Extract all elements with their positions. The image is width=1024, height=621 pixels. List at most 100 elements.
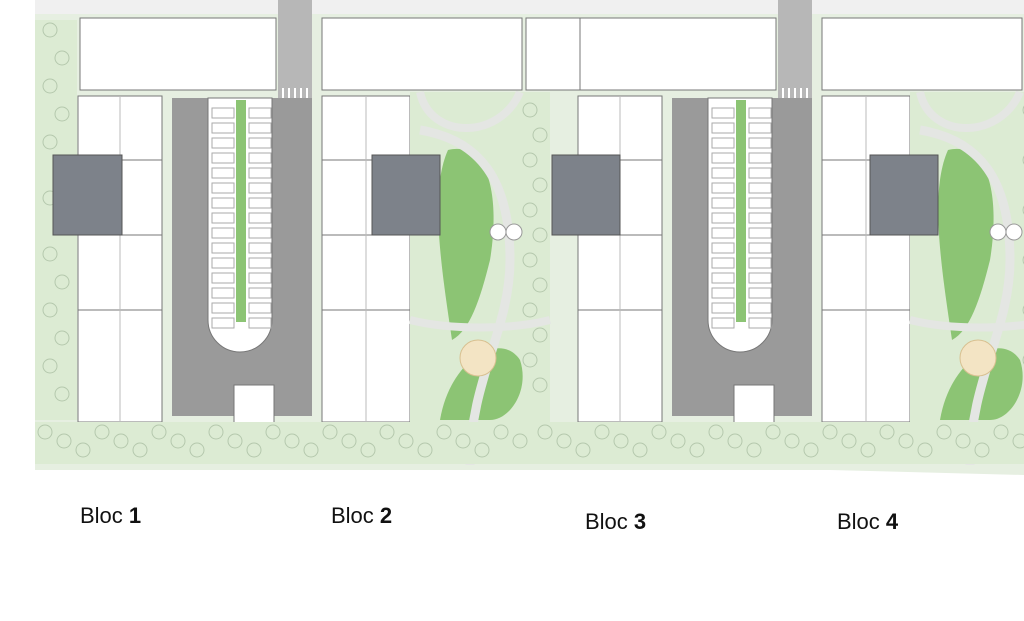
parking-space — [711, 227, 735, 239]
fountain — [505, 223, 523, 241]
tree — [1022, 205, 1024, 215]
tree — [379, 424, 395, 440]
tree — [993, 424, 1009, 440]
parking-space — [711, 182, 735, 194]
tree — [1022, 105, 1024, 115]
tree — [613, 433, 629, 449]
parking-space — [248, 137, 272, 149]
tree — [360, 442, 376, 458]
tree — [1022, 155, 1024, 165]
parking-space — [711, 257, 735, 269]
top-sidewalk — [35, 0, 1024, 14]
highlighted-unit — [551, 154, 621, 236]
tree — [303, 442, 319, 458]
parking-space — [711, 122, 735, 134]
bloc-4-label: Bloc 4 — [837, 509, 899, 534]
tree — [322, 424, 338, 440]
bloc-2-label: Bloc 2 — [331, 503, 393, 528]
tree — [42, 134, 58, 150]
tree — [532, 377, 548, 393]
parking-space — [711, 242, 735, 254]
tree — [522, 202, 538, 218]
parking-space — [211, 182, 235, 194]
tree — [227, 433, 243, 449]
tree — [708, 424, 724, 440]
parking-space — [748, 167, 772, 179]
parking-space — [211, 242, 235, 254]
tree — [42, 302, 58, 318]
parking-space — [748, 122, 772, 134]
top-building — [579, 17, 777, 91]
planted-strip — [736, 100, 746, 322]
highlighted-unit — [52, 154, 123, 236]
plaza — [959, 339, 997, 377]
parking-space — [748, 317, 772, 329]
tree — [955, 433, 971, 449]
green-area — [438, 148, 494, 340]
tree — [341, 433, 357, 449]
tree — [54, 106, 70, 122]
parking-space — [211, 272, 235, 284]
tree — [284, 433, 300, 449]
parking-space — [248, 107, 272, 119]
parking-space — [211, 212, 235, 224]
tree — [42, 358, 58, 374]
parking-space — [211, 137, 235, 149]
tree — [1022, 255, 1024, 265]
tree — [917, 442, 933, 458]
parking-space — [748, 272, 772, 284]
tree — [42, 246, 58, 262]
bloc-3-label: Bloc 3 — [585, 509, 647, 534]
tree — [398, 433, 414, 449]
parking-space — [748, 227, 772, 239]
tree — [455, 433, 471, 449]
footpath — [409, 316, 551, 332]
parking-space — [711, 302, 735, 314]
tree — [113, 433, 129, 449]
parking-space — [248, 272, 272, 284]
tree — [56, 433, 72, 449]
parking-space — [248, 152, 272, 164]
tree — [651, 424, 667, 440]
tree — [75, 442, 91, 458]
parking-space — [248, 167, 272, 179]
tree — [54, 50, 70, 66]
tree — [265, 424, 281, 440]
parking-space — [748, 212, 772, 224]
parking-space — [248, 242, 272, 254]
planted-strip — [236, 100, 246, 322]
parking-space — [248, 302, 272, 314]
tree — [1022, 355, 1024, 365]
highlighted-unit — [371, 154, 441, 236]
street — [278, 0, 312, 98]
parking-space — [711, 107, 735, 119]
tree — [94, 424, 110, 440]
parking-space — [248, 212, 272, 224]
tree — [879, 424, 895, 440]
parking-space — [211, 107, 235, 119]
bloc-1-label: Bloc 1 — [80, 503, 142, 528]
tree — [37, 424, 53, 440]
tree — [689, 442, 705, 458]
footpath — [419, 125, 515, 466]
tree — [170, 433, 186, 449]
tree — [54, 274, 70, 290]
parking-space — [748, 107, 772, 119]
parking-space — [748, 287, 772, 299]
parking-space — [748, 152, 772, 164]
tree — [765, 424, 781, 440]
parking-space — [248, 182, 272, 194]
tree — [132, 442, 148, 458]
parking-space — [211, 152, 235, 164]
tree — [522, 252, 538, 268]
parking-space — [711, 212, 735, 224]
parking-space — [211, 317, 235, 329]
tree — [522, 152, 538, 168]
fountain — [489, 223, 507, 241]
street — [778, 0, 812, 98]
parking-space — [711, 287, 735, 299]
parking-space — [248, 197, 272, 209]
tree — [42, 78, 58, 94]
tree — [54, 386, 70, 402]
